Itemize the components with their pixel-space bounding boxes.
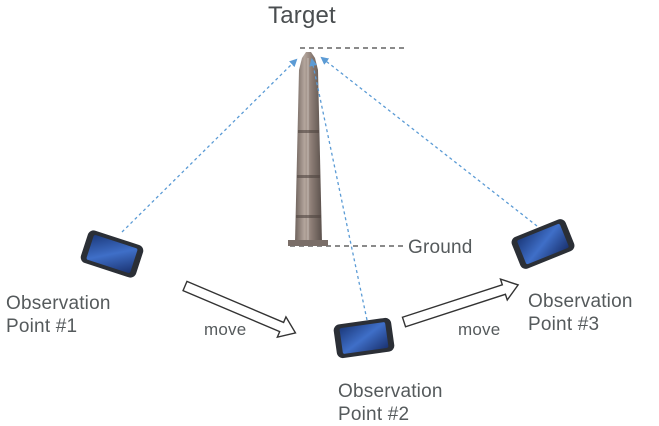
sight-line-point-1 (122, 60, 296, 232)
observation-point-3-line2: Point #3 (528, 313, 633, 336)
phone-icon-point-3 (510, 217, 577, 270)
observation-point-3-line1: Observation (528, 290, 633, 313)
observation-point-1-label: Observation Point #1 (6, 292, 111, 338)
observation-point-1-line2: Point #1 (6, 315, 111, 338)
observation-point-3-label: Observation Point #3 (528, 290, 633, 336)
phone-icon-point-2 (333, 317, 395, 359)
tower-image (288, 52, 328, 246)
phone-icon-point-1 (79, 229, 145, 279)
sight-line-point-3 (322, 58, 537, 226)
move-label-2: move (458, 318, 500, 341)
move-label-1: move (204, 318, 246, 341)
observation-point-1-line1: Observation (6, 292, 111, 315)
target-label: Target (268, 4, 336, 27)
observation-point-2-label: Observation Point #2 (338, 380, 443, 426)
observation-point-2-line1: Observation (338, 380, 443, 403)
ground-label: Ground (408, 236, 473, 259)
